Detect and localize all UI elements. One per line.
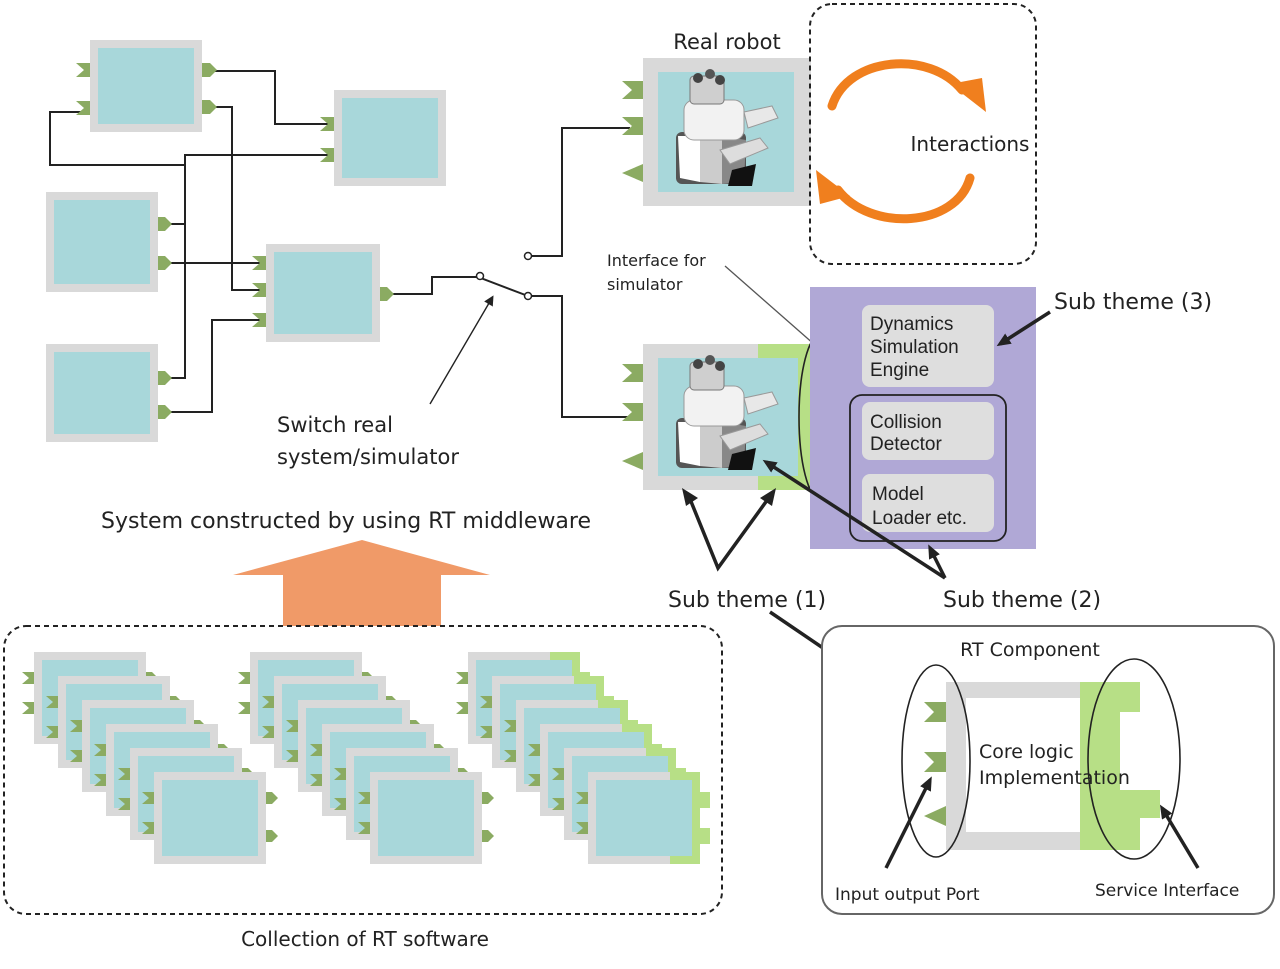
interface-pointer-line (724, 265, 816, 346)
service-ellipse (1087, 658, 1181, 860)
rt-software-block (576, 772, 710, 864)
port-arrow (884, 776, 932, 869)
collision-detector-label: Collision Detector (870, 412, 947, 455)
switch-contact-sim (523, 291, 533, 301)
sub-theme-3-arrow (996, 310, 1051, 347)
rt-software-stacks (22, 652, 710, 864)
rt-block-2 (320, 90, 446, 186)
robot-icon (676, 355, 779, 470)
dynamics-engine-box (862, 305, 994, 387)
switch-label: Switch real system/simulator (277, 413, 459, 469)
dynamics-engine-label: Dynamics Simulation Engine (870, 314, 964, 381)
collision-model-group (849, 394, 1007, 542)
big-up-arrow (233, 540, 490, 626)
model-loader-box (862, 474, 994, 532)
port-ellipse (901, 664, 971, 858)
rt-block-3 (46, 192, 172, 292)
sub-theme-2-label: Sub theme (2) (943, 588, 1101, 613)
rt-component-title: RT Component (960, 639, 1100, 661)
rt-software-block (358, 772, 494, 864)
service-arrow (1159, 804, 1200, 869)
interactions-box (809, 3, 1037, 265)
robot-icon (676, 69, 779, 186)
sub-theme-1-label: Sub theme (1) (668, 588, 826, 613)
interactions-label: Interactions (911, 132, 1030, 156)
system-constructed-label: System constructed by using RT middlewar… (101, 509, 591, 534)
simulator-robot-block (622, 344, 834, 490)
interaction-cycle-icon (816, 59, 986, 224)
switch-contact-real (523, 251, 533, 261)
rt-software-block (142, 772, 278, 864)
model-loader-label: Model Loader etc. (872, 484, 967, 529)
collection-box (3, 625, 723, 915)
service-interface-label: Service Interface (1095, 881, 1239, 901)
system-wires (49, 70, 630, 418)
real-robot-block (622, 58, 811, 206)
rt-component-diagram (924, 682, 1160, 850)
rt-block-1 (76, 40, 217, 132)
rt-block-5 (46, 344, 172, 442)
rt-block-4 (252, 244, 394, 342)
switch-pointer-arrow (429, 295, 494, 405)
real-robot-label: Real robot (673, 30, 780, 54)
core-logic-label: Core logic Implementation (979, 741, 1130, 789)
sub-theme-3-label: Sub theme (3) (1054, 290, 1212, 315)
collision-detector-box (862, 402, 994, 460)
switch-pivot (475, 271, 485, 281)
interface-for-simulator-label: Interface for simulator (607, 251, 711, 294)
simulator-engine-panel: Dynamics Simulation Engine Collision Det… (810, 287, 1036, 549)
input-output-port-label: Input output Port (835, 885, 980, 905)
collection-label: Collection of RT software (241, 927, 489, 951)
